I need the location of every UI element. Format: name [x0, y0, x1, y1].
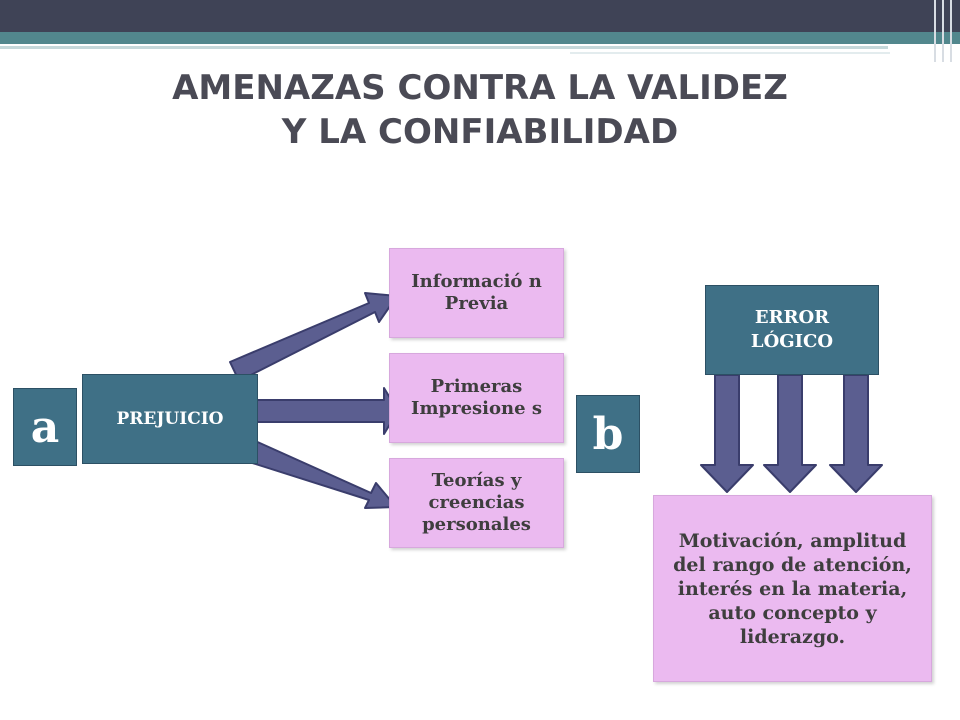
target-box-teorias-creencias: Teorías y creencias personales [389, 458, 564, 548]
header-vertical-rule [950, 0, 952, 62]
source-box-prejuicio: PREJUICIO [82, 374, 258, 464]
header-rule-short [570, 52, 890, 54]
arrow-to-primeras-impresiones [255, 387, 399, 435]
header-band [0, 0, 960, 32]
section-label-b: b [576, 395, 640, 473]
arrow-to-informacion-previa [229, 292, 398, 382]
arrow-down-right [829, 374, 883, 493]
header-accent-band [0, 32, 960, 44]
target-box-motivacion: Motivación, amplitud del rango de atenci… [653, 495, 932, 682]
title-line-1: AMENAZAS CONTRA LA VALIDEZ [172, 68, 788, 108]
header-vertical-rule [934, 0, 936, 62]
arrow-down-left [700, 374, 754, 493]
header-rule [0, 46, 888, 49]
section-label-a: a [13, 388, 77, 466]
target-box-primeras-impresiones: Primeras Impresione s [389, 353, 564, 443]
source-box-error-logico: ERROR LÓGICO [705, 285, 879, 375]
arrow-to-teorias-creencias [242, 439, 397, 509]
title-line-2: Y LA CONFIABILIDAD [281, 112, 679, 152]
slide-title: AMENAZAS CONTRA LA VALIDEZ Y LA CONFIABI… [80, 66, 880, 154]
arrow-down-center [763, 374, 817, 493]
target-box-informacion-previa: Informació n Previa [389, 248, 564, 338]
header-vertical-rule [942, 0, 944, 62]
